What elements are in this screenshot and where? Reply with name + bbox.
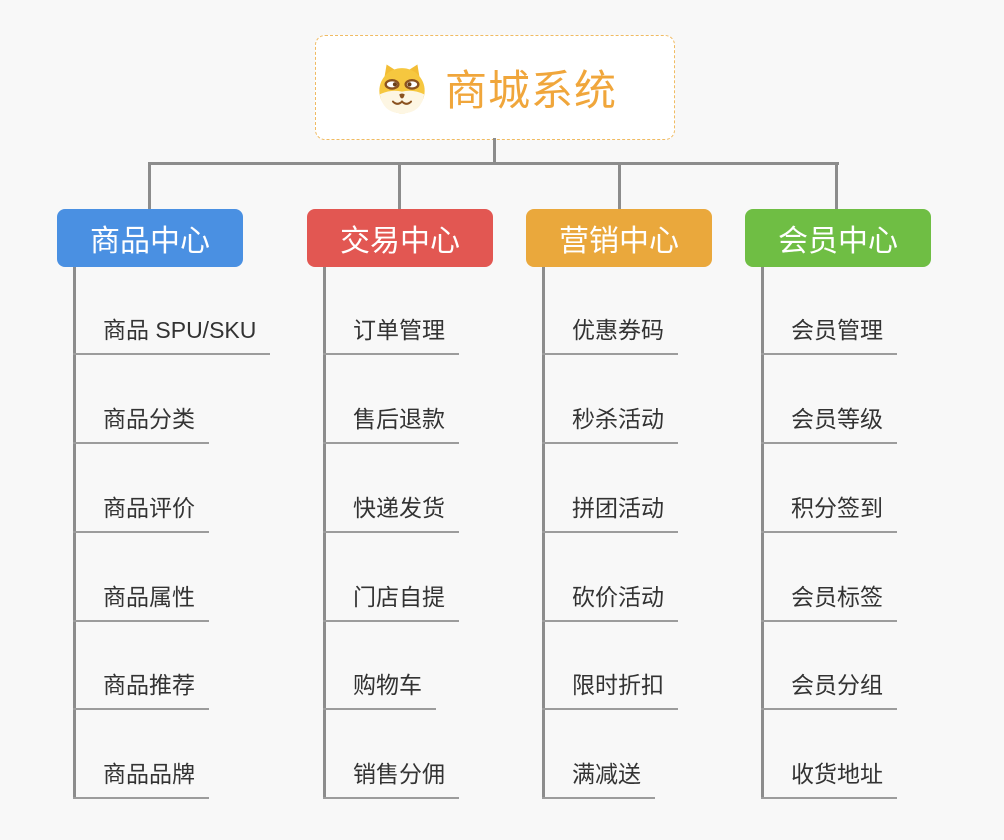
node-item[interactable]: 会员标签 bbox=[761, 582, 897, 622]
node-item[interactable]: 门店自提 bbox=[323, 582, 459, 622]
node-item-label: 商品分类 bbox=[103, 406, 195, 432]
branch-member-center: 会员中心 会员管理 会员等级 积分签到 会员标签 会员分组 收货地址 bbox=[745, 209, 997, 819]
branch-trunk bbox=[73, 267, 76, 799]
connector-drop-1 bbox=[148, 162, 151, 209]
node-item-label: 销售分佣 bbox=[353, 761, 445, 787]
node-item[interactable]: 订单管理 bbox=[323, 315, 459, 355]
branch-label: 营销中心 bbox=[559, 225, 679, 258]
node-item[interactable]: 优惠券码 bbox=[542, 315, 678, 355]
node-item[interactable]: 拼团活动 bbox=[542, 493, 678, 533]
node-item[interactable]: 收货地址 bbox=[761, 759, 897, 799]
node-item-label: 商品 SPU/SKU bbox=[103, 317, 257, 343]
node-item[interactable]: 售后退款 bbox=[323, 404, 459, 444]
node-item-label: 商品属性 bbox=[103, 584, 195, 610]
branch-header-trade-center[interactable]: 交易中心 bbox=[307, 209, 493, 267]
node-item-label: 快递发货 bbox=[353, 495, 445, 521]
node-item[interactable]: 会员分组 bbox=[761, 670, 897, 710]
node-item[interactable]: 商品评价 bbox=[73, 493, 209, 533]
node-item[interactable]: 商品分类 bbox=[73, 404, 209, 444]
branch-header-member-center[interactable]: 会员中心 bbox=[745, 209, 931, 267]
node-item[interactable]: 积分签到 bbox=[761, 493, 897, 533]
node-item-label: 门店自提 bbox=[353, 584, 445, 610]
node-item-label: 会员等级 bbox=[791, 406, 883, 432]
node-item[interactable]: 销售分佣 bbox=[323, 759, 459, 799]
node-item-label: 秒杀活动 bbox=[572, 406, 664, 432]
node-item-label: 积分签到 bbox=[791, 495, 883, 521]
connector-drop-2 bbox=[398, 162, 401, 209]
branch-product-center: 商品中心 商品 SPU/SKU 商品分类 商品评价 商品属性 商品推荐 商品品牌 bbox=[57, 209, 309, 819]
node-item-label: 限时折扣 bbox=[572, 672, 664, 698]
branch-trunk bbox=[323, 267, 326, 799]
node-item-label: 优惠券码 bbox=[572, 317, 664, 343]
node-item[interactable]: 满减送 bbox=[542, 759, 655, 799]
connector-root-stem bbox=[493, 138, 496, 164]
node-item-label: 商品品牌 bbox=[103, 761, 195, 787]
node-item-label: 满减送 bbox=[572, 761, 641, 787]
node-item-label: 会员管理 bbox=[791, 317, 883, 343]
node-item-label: 会员分组 bbox=[791, 672, 883, 698]
node-item[interactable]: 会员管理 bbox=[761, 315, 897, 355]
node-item-label: 商品评价 bbox=[103, 495, 195, 521]
branch-marketing-center: 营销中心 优惠券码 秒杀活动 拼团活动 砍价活动 限时折扣 满减送 bbox=[526, 209, 778, 819]
connector-drop-4 bbox=[835, 162, 838, 209]
branch-header-marketing-center[interactable]: 营销中心 bbox=[526, 209, 712, 267]
branch-trade-center: 交易中心 订单管理 售后退款 快递发货 门店自提 购物车 销售分佣 bbox=[307, 209, 559, 819]
node-item[interactable]: 砍价活动 bbox=[542, 582, 678, 622]
connector-bus bbox=[148, 162, 839, 165]
node-item[interactable]: 快递发货 bbox=[323, 493, 459, 533]
node-item-label: 收货地址 bbox=[791, 761, 883, 787]
node-item-label: 会员标签 bbox=[791, 584, 883, 610]
branch-trunk bbox=[542, 267, 545, 799]
node-item-label: 购物车 bbox=[353, 672, 422, 698]
node-item-label: 商品推荐 bbox=[103, 672, 195, 698]
node-item[interactable]: 限时折扣 bbox=[542, 670, 678, 710]
node-item-label: 砍价活动 bbox=[572, 584, 664, 610]
node-item[interactable]: 商品品牌 bbox=[73, 759, 209, 799]
branch-label: 会员中心 bbox=[778, 225, 898, 258]
node-item-label: 订单管理 bbox=[353, 317, 445, 343]
node-item-label: 拼团活动 bbox=[572, 495, 664, 521]
node-item[interactable]: 会员等级 bbox=[761, 404, 897, 444]
connector-drop-3 bbox=[618, 162, 621, 209]
branch-label: 交易中心 bbox=[340, 225, 460, 258]
node-item[interactable]: 秒杀活动 bbox=[542, 404, 678, 444]
node-item-label: 售后退款 bbox=[353, 406, 445, 432]
root-title: 商城系统 bbox=[444, 67, 617, 114]
branch-trunk bbox=[761, 267, 764, 799]
root-node[interactable]: 商城系统 bbox=[315, 35, 675, 140]
node-item[interactable]: 商品推荐 bbox=[73, 670, 209, 710]
branch-label: 商品中心 bbox=[90, 225, 210, 258]
dog-face-icon bbox=[379, 63, 425, 113]
branch-header-product-center[interactable]: 商品中心 bbox=[57, 209, 243, 267]
node-item[interactable]: 商品属性 bbox=[73, 582, 209, 622]
node-item[interactable]: 购物车 bbox=[323, 670, 436, 710]
node-item[interactable]: 商品 SPU/SKU bbox=[73, 315, 271, 355]
